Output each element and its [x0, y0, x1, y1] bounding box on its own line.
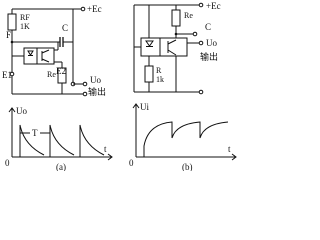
left-output-label: Uo	[90, 75, 101, 85]
right-caption: (b)	[182, 162, 193, 171]
left-x-label: t	[104, 144, 107, 154]
left-e1-terminal	[9, 71, 15, 77]
left-rf-label: RF	[20, 13, 30, 22]
right-re-label: Re	[184, 11, 193, 20]
left-pulse-1	[19, 124, 45, 157]
left-node-f-label: F	[6, 30, 11, 40]
right-circuit: +Ec Re C Uo 输出 R 1k	[133, 1, 221, 95]
left-output-cn-label: 输出	[88, 86, 106, 98]
right-led-icon	[145, 40, 154, 47]
left-circuit: +Ec RF 1K F C Re	[2, 4, 106, 98]
right-vcc-label: +Ec	[206, 1, 221, 11]
left-vcc-label: +Ec	[87, 4, 102, 14]
left-period-label: T	[32, 128, 38, 138]
left-y-label: Uo	[16, 106, 27, 116]
right-output-label: Uo	[206, 38, 217, 48]
diagram-canvas: +Ec RF 1K F C Re	[2, 1, 237, 171]
right-r-resistor	[144, 65, 154, 83]
right-output-terminal	[198, 40, 204, 46]
right-r-value: 1k	[156, 75, 164, 84]
right-waveform-graph: Ui t 0 (b)	[129, 102, 237, 171]
right-re-resistor	[171, 9, 181, 27]
left-capacitor-label: C	[62, 23, 68, 33]
left-origin-label: 0	[5, 158, 10, 168]
left-ground-terminal	[82, 91, 88, 97]
left-vcc-terminal	[80, 6, 86, 12]
right-r-label: R	[156, 66, 162, 75]
right-capacitor-label: C	[205, 22, 211, 32]
right-y-label: Ui	[140, 102, 149, 112]
left-rf-value: 1K	[20, 22, 30, 31]
right-output-cn-label: 输出	[200, 51, 218, 63]
right-waveform-trace	[143, 121, 229, 157]
right-ground-terminal	[198, 89, 204, 95]
left-re-label: Re	[47, 70, 56, 79]
left-output-terminal	[82, 81, 88, 87]
left-pulse-3	[79, 124, 105, 157]
left-rf-resistor	[7, 13, 17, 31]
left-pulse-2	[49, 124, 75, 157]
left-caption: (a)	[56, 162, 66, 171]
circuit-figure: +Ec RF 1K F C Re	[2, 1, 237, 171]
left-waveform-graph: Uo t 0 (a) T	[5, 106, 113, 171]
right-x-label: t	[228, 144, 231, 154]
right-vcc-terminal	[198, 2, 204, 8]
left-e2-label: E2	[56, 66, 66, 76]
left-led-icon	[27, 50, 34, 56]
right-origin-label: 0	[129, 158, 134, 168]
left-e1-label: E1	[2, 70, 12, 80]
